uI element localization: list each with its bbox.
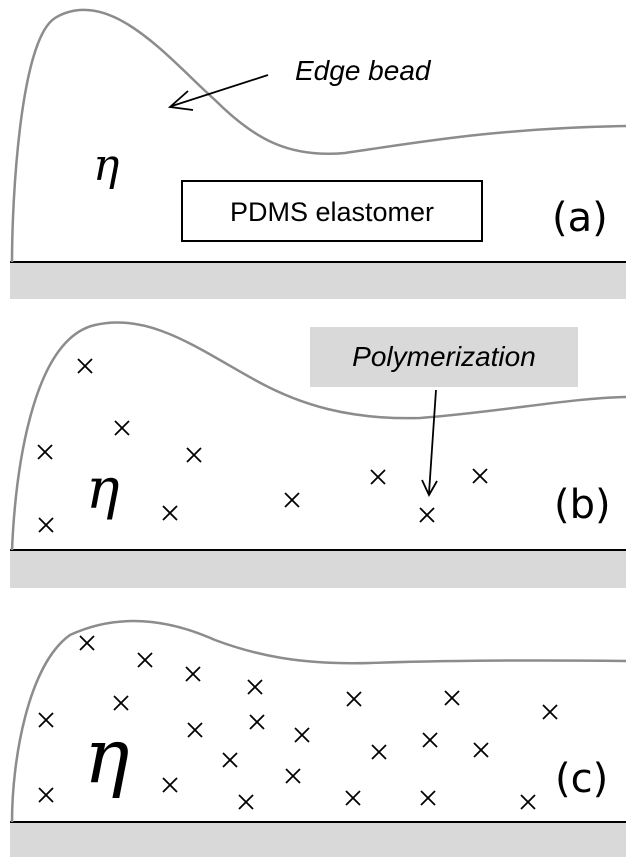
crosslink-marker bbox=[79, 635, 95, 651]
crosslink-marker bbox=[162, 777, 178, 793]
crosslink-marker bbox=[346, 691, 362, 707]
crosslink-marker bbox=[77, 358, 93, 374]
crosslink-marker bbox=[113, 695, 129, 711]
panel-label-c: (c) bbox=[555, 756, 608, 802]
crosslink-marker bbox=[37, 444, 53, 460]
crosslink-marker bbox=[185, 666, 201, 682]
edge-bead-label: Edge bead bbox=[295, 55, 432, 86]
material-label-box bbox=[181, 180, 483, 242]
crosslink-marker bbox=[294, 727, 310, 743]
crosslinks-c bbox=[38, 635, 558, 810]
crosslink-marker bbox=[473, 742, 489, 758]
crosslinks-b bbox=[37, 358, 488, 533]
film-profile-c bbox=[10, 619, 626, 823]
crosslink-marker bbox=[38, 787, 54, 803]
crosslink-marker bbox=[419, 507, 435, 523]
crosslink-marker bbox=[420, 790, 436, 806]
crosslink-marker bbox=[285, 768, 301, 784]
panel-c: η (c) bbox=[10, 619, 626, 857]
substrate-a bbox=[10, 262, 626, 299]
crosslink-marker bbox=[422, 732, 438, 748]
crosslink-marker bbox=[249, 714, 265, 730]
film-profile-a bbox=[10, 8, 626, 263]
crosslink-marker bbox=[520, 794, 536, 810]
polymerization-label: Polymerization bbox=[352, 341, 536, 372]
substrate-b bbox=[10, 550, 626, 588]
eta-symbol-c: η bbox=[84, 711, 130, 800]
panel-label-a: (a) bbox=[552, 195, 608, 241]
crosslink-marker bbox=[472, 468, 488, 484]
crosslink-marker bbox=[114, 420, 130, 436]
crosslink-marker bbox=[371, 744, 387, 760]
crosslink-marker bbox=[162, 505, 178, 521]
crosslink-marker bbox=[247, 679, 263, 695]
crosslink-marker bbox=[186, 447, 202, 463]
crosslink-marker bbox=[38, 517, 54, 533]
crosslink-marker bbox=[370, 469, 386, 485]
polymerization-label-box bbox=[310, 327, 578, 387]
edge-bead-arrowhead bbox=[167, 90, 194, 111]
crosslink-marker bbox=[187, 722, 203, 738]
crosslink-marker bbox=[345, 790, 361, 806]
edge-bead-arrow bbox=[171, 74, 269, 107]
panel-a: η PDMS elastomer Edge bead (a) bbox=[10, 8, 626, 299]
crosslink-marker bbox=[238, 794, 254, 810]
eta-symbol-a: η bbox=[93, 140, 119, 191]
crosslink-marker bbox=[444, 690, 460, 706]
film-profile-b bbox=[10, 321, 626, 551]
crosslink-marker bbox=[137, 652, 153, 668]
crosslink-marker bbox=[284, 492, 300, 508]
polymerization-arrowhead bbox=[421, 479, 438, 497]
eta-symbol-b: η bbox=[86, 457, 120, 522]
panel-label-b: (b) bbox=[554, 482, 611, 528]
crosslink-marker bbox=[542, 704, 558, 720]
substrate-c bbox=[10, 822, 626, 857]
panel-b: η Polymerization (b) bbox=[10, 321, 626, 588]
polymerization-arrow bbox=[428, 389, 437, 494]
crosslink-marker bbox=[38, 712, 54, 728]
crosslink-marker bbox=[222, 752, 238, 768]
material-label: PDMS elastomer bbox=[230, 197, 434, 227]
